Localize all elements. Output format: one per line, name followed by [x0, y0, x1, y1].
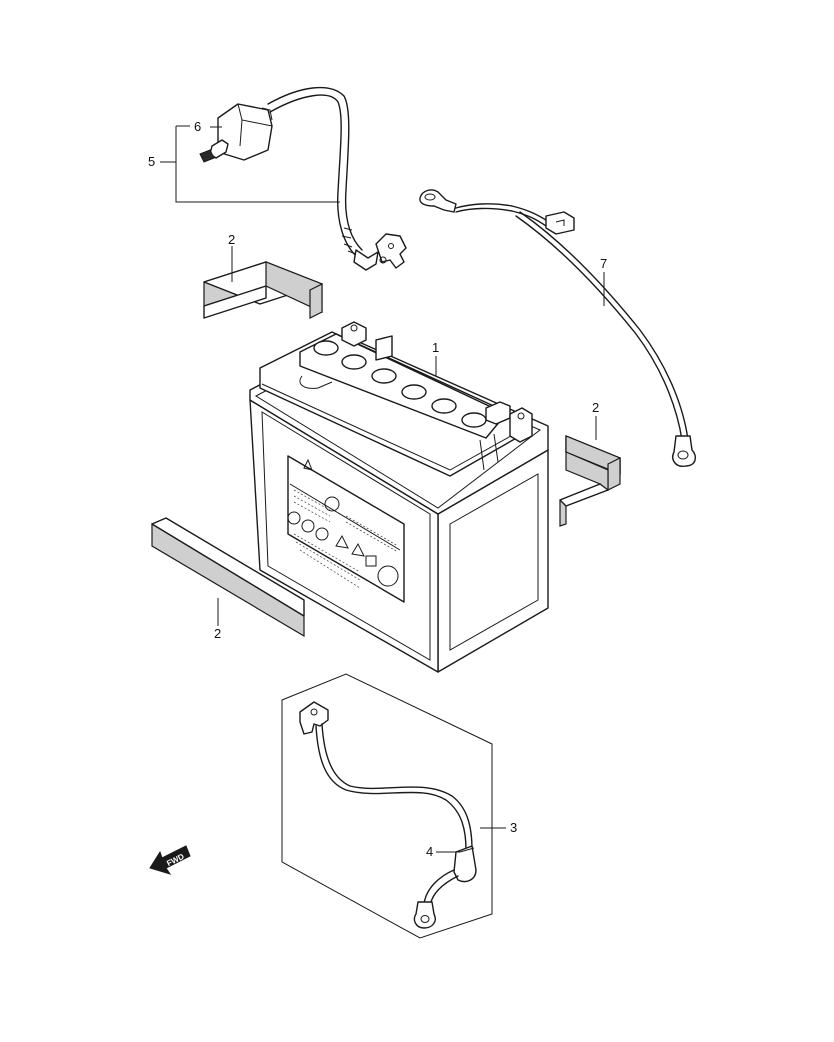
callout-3: 3: [510, 820, 517, 835]
fwd-arrow-icon: FWD: [149, 845, 191, 875]
callout-2-right: 2: [592, 400, 599, 415]
callout-7: 7: [600, 256, 607, 271]
negative-battery-lead: [299, 701, 477, 929]
battery-pad-right: [559, 435, 621, 527]
callout-bracket-5-6: [160, 125, 340, 203]
callout-2-upper-left: 2: [228, 232, 235, 247]
battery-pad-bottom: [151, 517, 305, 638]
leader-lines: [217, 246, 605, 853]
callout-1: 1: [432, 340, 439, 355]
battery-warning-label: [287, 455, 405, 603]
ground-lead: [419, 189, 697, 467]
positive-lead-assembly: [199, 86, 407, 271]
callout-5: 5: [148, 154, 155, 169]
callout-6: 6: [194, 119, 201, 134]
battery-pad-upper-left: [203, 261, 323, 319]
terminal-cover: [453, 845, 477, 883]
negative-lead-panel: [281, 673, 493, 939]
callout-2-bottom: 2: [214, 626, 221, 641]
callout-4: 4: [426, 844, 433, 859]
